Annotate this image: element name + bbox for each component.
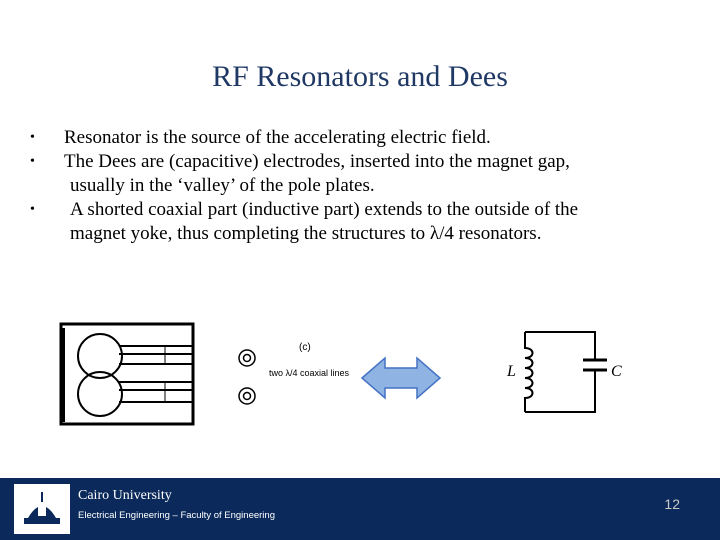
slide-footer: Cairo University Electrical Engineering …	[0, 478, 720, 540]
bullet-dot-icon: •	[30, 130, 35, 145]
bullet-item: • A shorted coaxial part (inductive part…	[30, 198, 700, 246]
figure-label-c: (c)	[299, 342, 311, 353]
university-name: Cairo University	[78, 488, 172, 503]
bullet-dot-icon: •	[30, 202, 35, 217]
university-logo-icon	[14, 484, 70, 534]
inductor-label: L	[506, 363, 516, 380]
resonator-figure: (c) two λ/4 coaxial lines L C	[59, 322, 622, 426]
bullet-text: A shorted coaxial part (inductive part) …	[70, 199, 579, 220]
dee-electrode-diagram	[59, 322, 195, 426]
bullet-text-continued: usually in the ‘valley’ of the pole plat…	[70, 175, 375, 196]
bullet-text: Resonator is the source of the accelerat…	[64, 127, 491, 148]
bullet-text: The Dees are (capacitive) electrodes, in…	[64, 151, 570, 172]
slide-title: RF Resonators and Dees	[212, 60, 508, 93]
bullet-dot-icon: •	[30, 154, 35, 169]
bullet-text-continued: magnet yoke, thus completing the structu…	[70, 223, 542, 244]
lc-circuit-diagram	[524, 331, 607, 413]
department-name: Electrical Engineering – Faculty of Engi…	[78, 510, 275, 521]
page-number: 12	[664, 496, 680, 512]
double-arrow-icon	[360, 356, 442, 400]
dome-logo-icon	[24, 492, 60, 524]
bullet-item: • The Dees are (capacitive) electrodes, …	[30, 150, 700, 198]
capacitor-label: C	[611, 363, 622, 380]
coax-lines-label: two λ/4 coaxial lines	[269, 368, 350, 378]
bullet-item: • Resonator is the source of the acceler…	[30, 126, 700, 150]
coax-section-icons	[238, 349, 256, 405]
bullet-list: • Resonator is the source of the acceler…	[30, 126, 700, 246]
